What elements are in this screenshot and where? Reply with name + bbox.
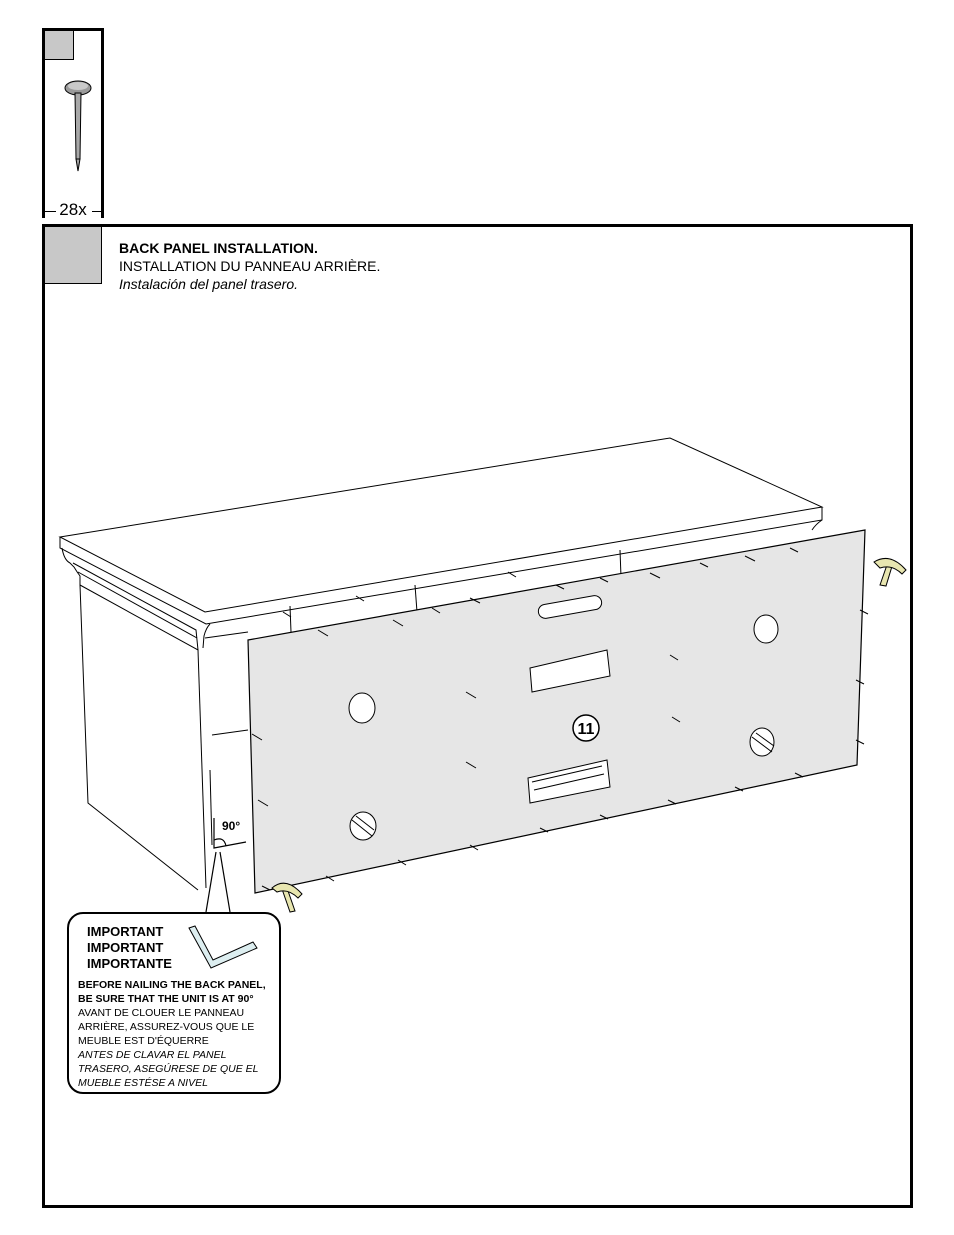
title-english: BACK PANEL INSTALLATION. bbox=[119, 240, 318, 256]
hammer-icon bbox=[873, 557, 907, 587]
title-spanish: Instalación del panel trasero. bbox=[119, 276, 298, 292]
angle-indicator bbox=[205, 818, 247, 913]
parts-box bbox=[42, 28, 104, 218]
parts-tab bbox=[45, 31, 74, 60]
step-title: BACK PANEL INSTALLATION. INSTALLATION DU… bbox=[119, 239, 380, 293]
back-panel: 11 bbox=[247, 529, 866, 894]
hammer-icon bbox=[271, 882, 303, 913]
step-tab bbox=[45, 227, 102, 284]
square-angle-icon bbox=[188, 925, 258, 969]
nail-marks bbox=[251, 547, 869, 891]
panel-number-badge bbox=[572, 714, 600, 742]
step-box: BACK PANEL INSTALLATION. INSTALLATION DU… bbox=[42, 224, 913, 1208]
important-heading-fr: IMPORTANT bbox=[87, 940, 164, 955]
note-french: AVANT DE CLOUER LE PANNEAU ARRIÈRE, ASSU… bbox=[78, 1007, 255, 1047]
cabinet bbox=[58, 437, 824, 891]
title-french: INSTALLATION DU PANNEAU ARRIÈRE. bbox=[119, 258, 381, 274]
important-heading-es: IMPORTANTE bbox=[87, 956, 172, 971]
note-english: BEFORE NAILING THE BACK PANEL, BE SURE T… bbox=[78, 979, 266, 1005]
qty-line-left bbox=[44, 211, 56, 212]
note-spanish: ANTES DE CLAVAR EL PANEL TRASERO, ASEGÚR… bbox=[78, 1049, 259, 1089]
panel-number: 11 bbox=[578, 721, 595, 738]
important-callout: IMPORTANT IMPORTANT IMPORTANTE BEFORE NA… bbox=[67, 912, 281, 1094]
important-note: BEFORE NAILING THE BACK PANEL, BE SURE T… bbox=[78, 978, 278, 1090]
parts-quantity: 28x bbox=[57, 200, 89, 219]
important-heading-en: IMPORTANT bbox=[87, 924, 164, 939]
qty-line-right bbox=[92, 211, 104, 212]
angle-label: 90° bbox=[222, 819, 240, 833]
nail-icon bbox=[64, 80, 92, 172]
